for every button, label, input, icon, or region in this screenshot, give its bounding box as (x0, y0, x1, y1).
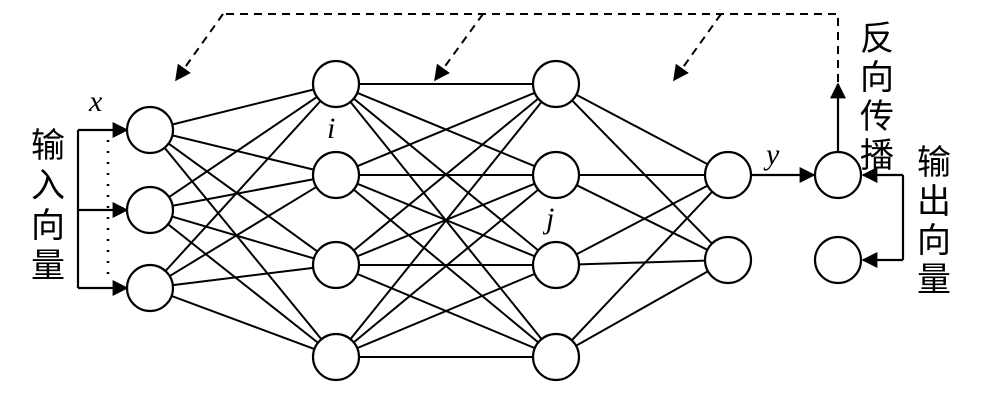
backprop-char-4: 播 (860, 136, 894, 176)
label-y: y (763, 138, 780, 171)
output-connectors (752, 82, 905, 268)
label-i: i (327, 112, 335, 145)
input-hidden1-edge-1-2 (171, 215, 315, 260)
hidden1-node-3 (311, 240, 361, 290)
input-hidden1-edge-0-3 (163, 147, 323, 340)
hidden1-node-4 (311, 332, 361, 382)
hidden2-node-4 (531, 332, 581, 382)
input-hidden1-edge-1-3 (167, 223, 319, 344)
input-node-3 (125, 263, 175, 313)
input-hidden1-edge-0-1 (172, 134, 314, 171)
input-vector-label: 输 入 向 量 (31, 126, 65, 286)
hidden2-node-3 (531, 240, 581, 290)
output-node-2 (703, 235, 753, 285)
hidden1-node-2 (311, 150, 361, 200)
backprop-char-3: 传 (860, 97, 894, 137)
input-vector-char-4: 量 (31, 246, 65, 286)
backprop-top-line (223, 13, 839, 82)
backprop-char-1: 反 (860, 19, 894, 59)
input-hidden1-edge-2-2 (172, 266, 314, 287)
backprop-label: 反 向 传 播 (860, 19, 894, 176)
output-vector-label: 输 出 向 量 (917, 143, 951, 300)
backprop-char-2: 向 (860, 58, 894, 98)
hidden2-output-edge-3-0 (571, 191, 713, 341)
neuron-nodes (125, 59, 863, 382)
input-hidden1-edge-1-1 (172, 178, 314, 207)
hidden1-hidden2-edge-3-0 (349, 101, 543, 340)
input-hidden1-edge-2-1 (169, 186, 317, 277)
backprop-arrow-input (175, 13, 224, 82)
hidden2-output-edge-0-0 (575, 93, 709, 166)
hidden2-output-edge-2-0 (575, 184, 709, 256)
input-hidden1-edge-2-0 (164, 100, 322, 272)
label-j: j (542, 202, 554, 235)
input-hidden1-edge-2-3 (171, 295, 315, 350)
backprop-path (175, 13, 839, 82)
input-vector-char-2: 入 (31, 166, 65, 206)
output-node-1 (703, 150, 753, 200)
hidden1-hidden2-edge-3-2 (356, 272, 536, 350)
hidden2-output-edge-3-1 (575, 270, 709, 347)
output-vector-char-3: 向 (917, 221, 951, 261)
input-hidden1-edge-0-0 (172, 88, 314, 126)
output-vector-char-4: 量 (917, 260, 951, 300)
target-node-1 (813, 150, 863, 200)
hidden1-node-1 (311, 59, 361, 109)
hidden1-hidden2-edge-3-1 (353, 188, 539, 344)
output-vector-char-2: 出 (917, 182, 951, 222)
input-vector-char-3: 向 (31, 206, 65, 246)
hidden2-node-1 (531, 59, 581, 109)
hidden2-output-edge-0-1 (571, 99, 713, 245)
connection-edges (163, 83, 713, 358)
target-node-2 (813, 235, 863, 285)
hidden1-hidden2-edge-2-0 (353, 97, 539, 252)
backprop-arrow-hidden1 (434, 13, 484, 82)
input-connectors (76, 122, 129, 296)
hidden1-hidden2-edge-1-0 (356, 91, 536, 168)
hidden2-output-edge-2-1 (578, 259, 706, 266)
label-x: x (88, 85, 103, 118)
hidden2-node-2 (531, 150, 581, 200)
output-vector-char-1: 输 (917, 143, 951, 183)
input-hidden1-edge-1-0 (168, 96, 318, 198)
hidden2-output-edge-1-1 (576, 184, 708, 251)
input-vector-char-1: 输 (31, 126, 65, 166)
input-node-2 (125, 185, 175, 235)
input-node-1 (125, 105, 175, 155)
input-hidden1-edge-0-2 (168, 142, 318, 253)
backprop-arrow-hidden2 (673, 13, 722, 82)
